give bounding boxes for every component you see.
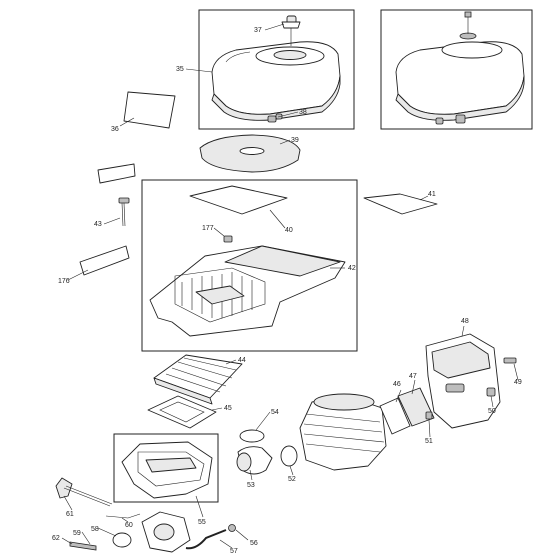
part-label-47: 47: [409, 373, 417, 380]
filter-frame: [147, 395, 217, 429]
part-label-59: 59: [73, 530, 81, 537]
part-label-51: 51: [425, 438, 433, 445]
part-label-41: 41: [428, 191, 436, 198]
filter-housing: [149, 235, 346, 337]
choke-rod: [105, 513, 141, 519]
muffler-nut: [486, 387, 496, 397]
seal-plate-left: [97, 163, 136, 184]
cover-knob: [281, 15, 301, 46]
leader-lines: [61, 23, 519, 549]
cover-assembly-alt-frame: [380, 9, 533, 130]
part-label-57: 57: [230, 548, 238, 555]
part-label-55: 55: [198, 519, 206, 526]
carb-gasket: [112, 532, 132, 548]
fuel-line: [185, 529, 227, 550]
part-labels: 37 35 36 38 39 43 177 40 41 42 176 44 45…: [52, 27, 522, 555]
exhaust-gasket: [379, 397, 411, 435]
housing-lid-plate: [189, 185, 288, 215]
part-label-40: 40: [285, 227, 293, 234]
cover-assembly-frame: [198, 9, 355, 130]
carburetor: [141, 511, 191, 553]
top-cover-variant: [395, 11, 525, 125]
cylinder-plug: [425, 411, 433, 420]
part-label-48: 48: [461, 318, 469, 325]
muffler: [425, 333, 501, 429]
engine-cylinder: [299, 393, 387, 471]
filter-pad: [199, 134, 301, 173]
part-label-37: 37: [254, 27, 262, 34]
part-label-177: 177: [202, 225, 214, 232]
part-label-38: 38: [299, 109, 307, 116]
part-label-52: 52: [288, 476, 296, 483]
filter-housing-frame: [141, 179, 358, 352]
part-label-56: 56: [250, 540, 258, 547]
intake-elbow: [236, 446, 273, 475]
part-label-58: 58: [91, 526, 99, 533]
part-label-61: 61: [66, 511, 74, 518]
cover-gasket: [123, 91, 176, 129]
part-label-176: 176: [58, 278, 70, 285]
throttle-screw: [69, 541, 97, 551]
fuel-line-grommet: [228, 524, 236, 532]
choke-lever: [55, 477, 113, 507]
part-label-44: 44: [238, 357, 246, 364]
part-label-50: 50: [488, 408, 496, 415]
part-label-36: 36: [111, 126, 119, 133]
part-label-35: 35: [176, 66, 184, 73]
seal-plate-right: [363, 193, 438, 215]
part-label-39: 39: [291, 137, 299, 144]
part-label-54: 54: [271, 409, 279, 416]
hose-clamp: [280, 445, 298, 467]
intake-base-frame: [113, 433, 219, 503]
muffler-bolt: [503, 357, 517, 364]
top-cover: [211, 41, 341, 121]
part-label-49: 49: [514, 379, 522, 386]
mounting-bolt: [118, 197, 130, 227]
intake-ring: [239, 429, 265, 443]
part-label-60: 60: [125, 522, 133, 529]
part-label-43: 43: [94, 221, 102, 228]
part-label-42: 42: [348, 265, 356, 272]
part-label-62: 62: [52, 535, 60, 542]
part-label-46: 46: [393, 381, 401, 388]
part-label-45: 45: [224, 405, 232, 412]
air-filter: [153, 354, 243, 405]
seal-plate-lower: [79, 245, 130, 276]
intake-base: [121, 441, 213, 499]
cover-nuts: [267, 113, 283, 123]
part-label-53: 53: [247, 482, 255, 489]
